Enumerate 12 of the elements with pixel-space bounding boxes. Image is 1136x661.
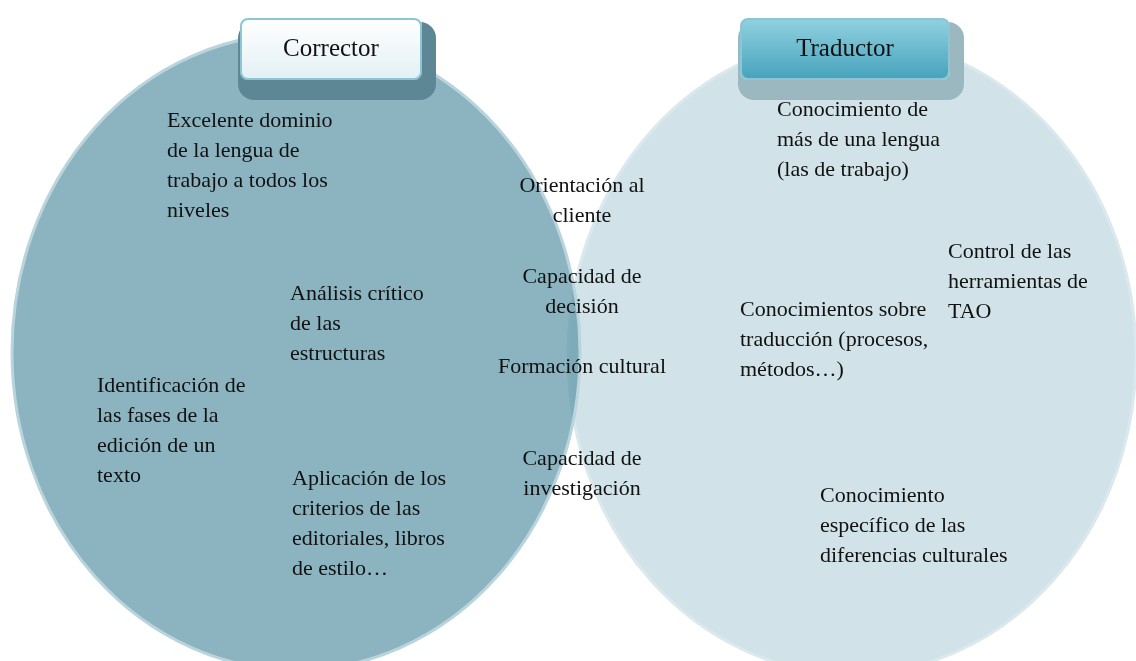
- trait-text: Capacidad de decisión: [521, 262, 643, 320]
- trait-text: Conocimientos sobre traducción (procesos, métodos…): [740, 295, 930, 383]
- trait-text: Formación cultural: [497, 352, 667, 380]
- trait-text: Análisis crítico de las estructuras: [290, 279, 425, 367]
- trait-text: Capacidad de investigación: [521, 444, 643, 502]
- trait-text: Orientación al cliente: [518, 171, 646, 229]
- trait-text: Aplicación de los criterios de las editoriales, libros de estilo…: [292, 464, 447, 582]
- trait-text: Control de las herramientas de TAO: [948, 237, 1089, 325]
- trait-text: Excelente dominio de la lengua de trabajo a todos los niveles: [167, 106, 334, 224]
- trait-text: Identificación de las fases de la edición de un texto: [97, 371, 247, 489]
- trait-text: Conocimiento específico de las diferencias culturales: [820, 481, 1009, 569]
- trait-text: Conocimiento de más de una lengua (las de trabajo): [777, 95, 942, 183]
